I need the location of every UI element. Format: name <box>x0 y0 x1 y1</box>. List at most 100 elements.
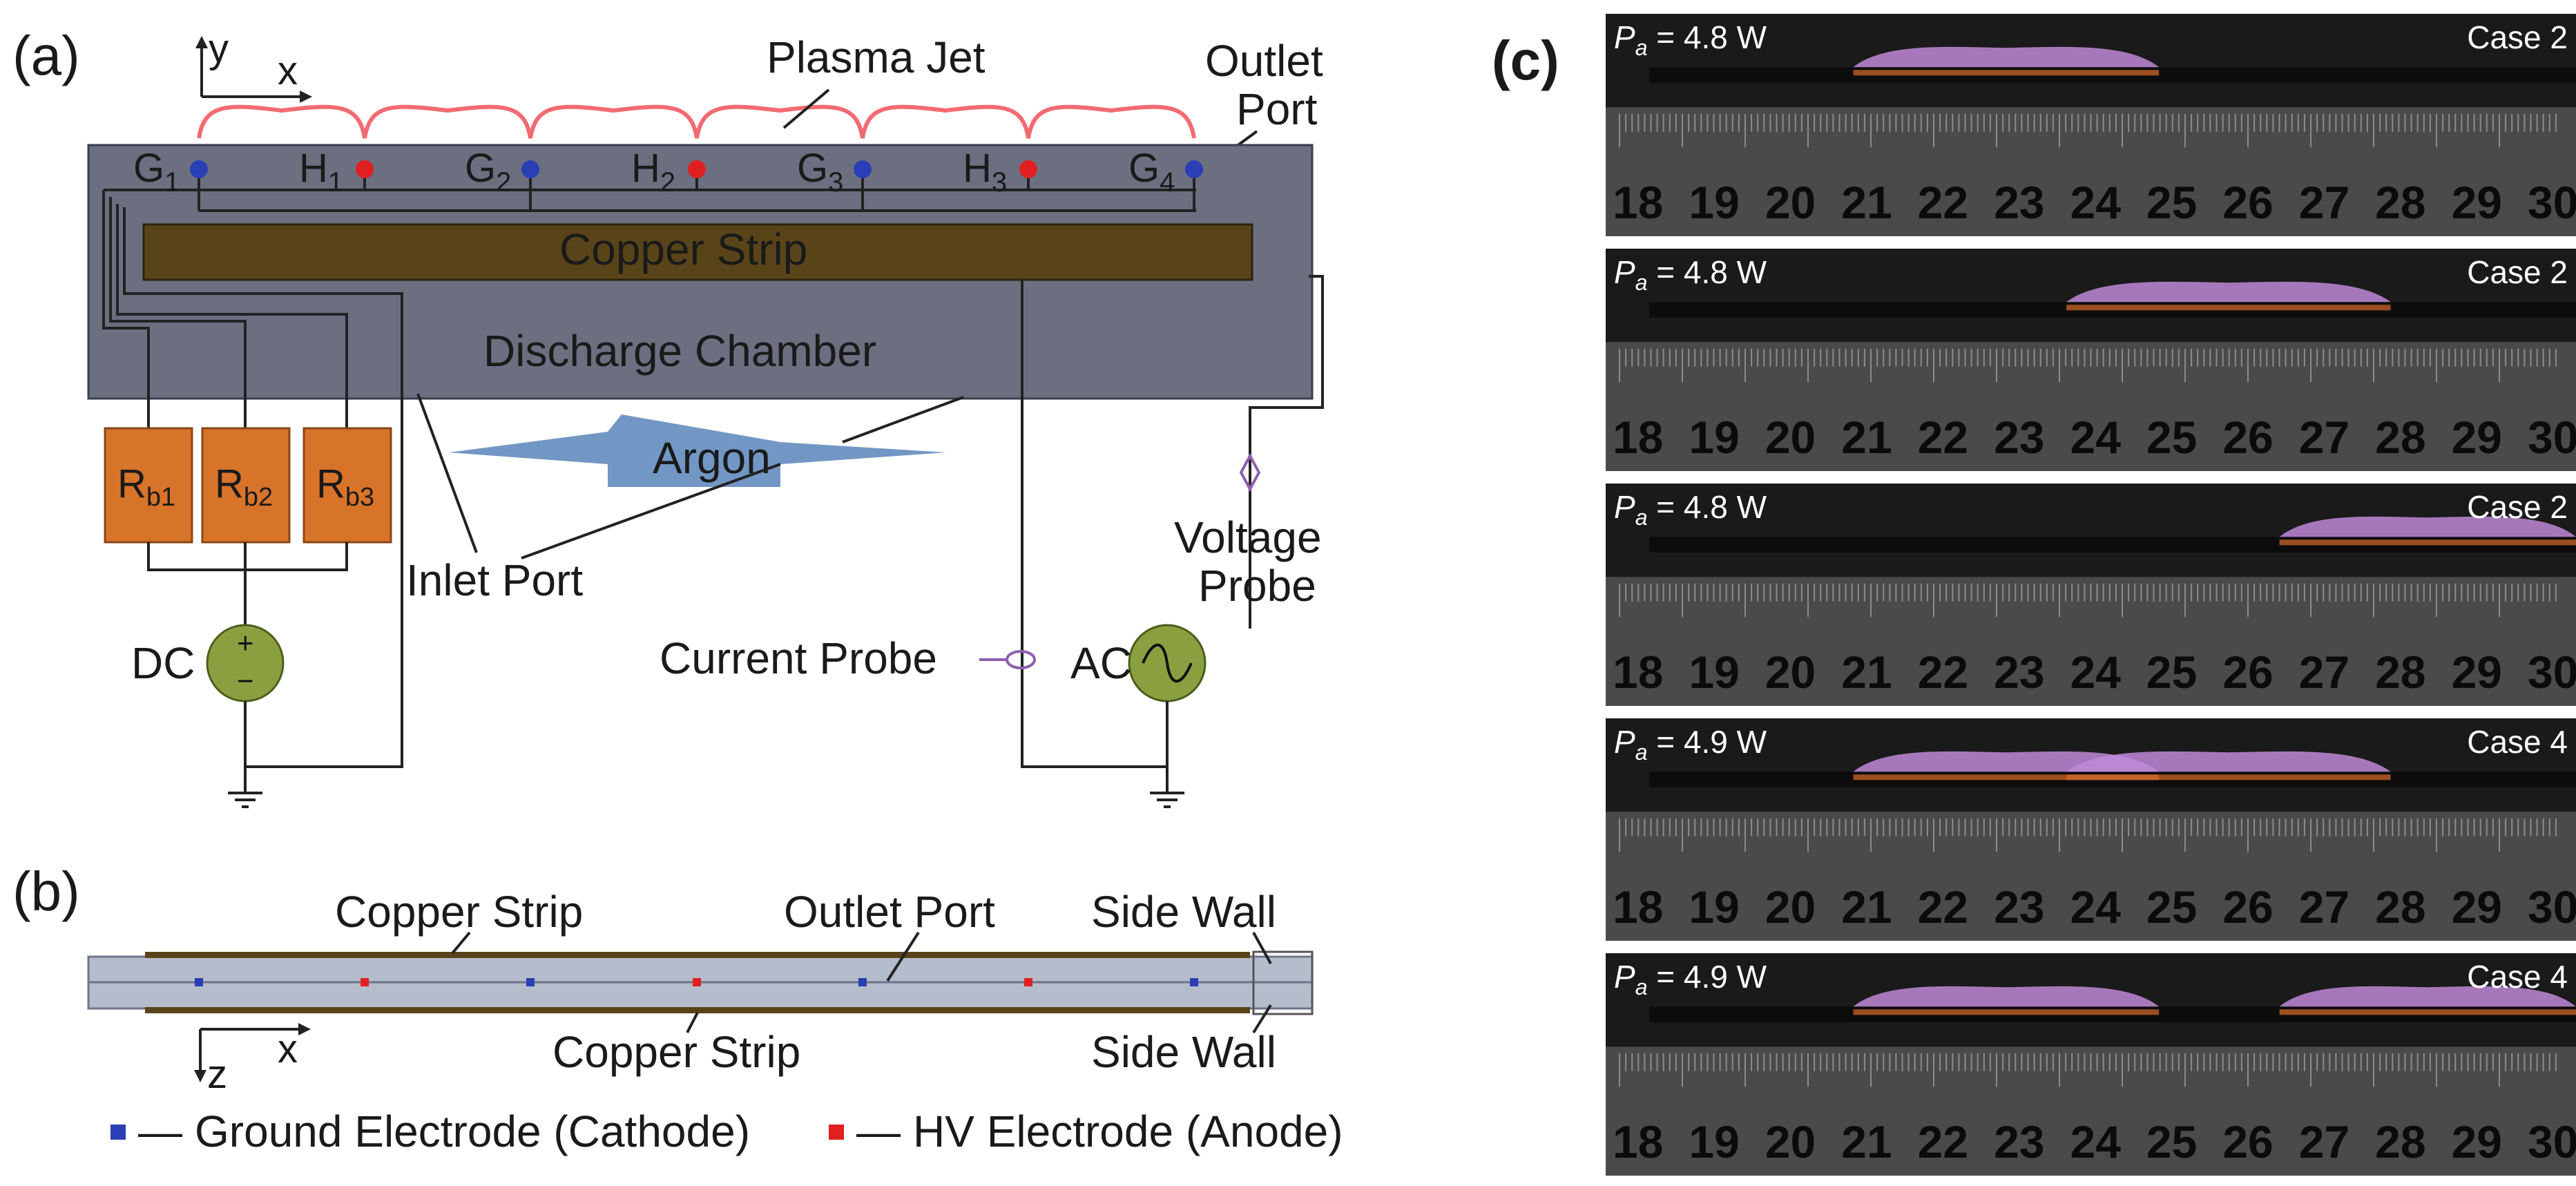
ruler-number: 30 <box>2528 647 2576 698</box>
copper-strip-bottom-b <box>145 1007 1250 1013</box>
plasma-base-glow <box>1853 1009 2160 1015</box>
x-arrowhead-icon <box>300 90 312 103</box>
legend-dash-hv: — <box>856 1107 901 1156</box>
resistor-rb1 <box>104 427 193 544</box>
outlet-port-b-leader <box>886 931 920 982</box>
ruler-number: 19 <box>1689 412 1739 463</box>
ruler-number: 24 <box>2070 177 2122 228</box>
electrode-base: G <box>797 146 828 191</box>
ruler-number: 26 <box>2222 1116 2273 1167</box>
ruler-number: 24 <box>2070 881 2122 932</box>
ruler-number: 29 <box>2452 177 2502 228</box>
case-label: Case 2 <box>2467 254 2568 290</box>
copper-strip-top-b <box>145 952 1250 958</box>
ruler-number: 27 <box>2299 412 2349 463</box>
ruler-number: 25 <box>2146 412 2197 463</box>
sine-wave-icon <box>1142 643 1193 683</box>
power-subscript: a <box>1635 270 1648 295</box>
photo-stack: 18 19 20 21 22 23 24 25 26 27 28 29 30 Pa = 4.8 W Case… <box>1606 14 2576 1176</box>
ruler-number: 23 <box>1994 647 2044 698</box>
resistor-join-wire <box>147 542 348 571</box>
electrode-base: G <box>465 146 496 191</box>
electrode-label-g1: G1 <box>133 146 180 198</box>
ruler-number: 27 <box>2299 1116 2349 1167</box>
y-axis-label: y <box>209 26 229 71</box>
copper-strip-bottom-leader <box>686 1012 699 1033</box>
electrode-base: H <box>963 146 992 191</box>
ruler-number: 26 <box>2222 177 2273 228</box>
ruler-number: 30 <box>2528 412 2576 463</box>
ruler-number: 23 <box>1994 1116 2044 1167</box>
ruler-number: 28 <box>2375 647 2425 698</box>
resistor-label-rb2: Rb2 <box>215 461 273 512</box>
harness-wire-1 <box>102 190 150 428</box>
electrode-label-g2: G2 <box>465 146 511 198</box>
electrode-base: H <box>299 146 328 191</box>
electrode-g3: G3 <box>797 146 872 211</box>
ruler-number: 24 <box>2070 647 2122 698</box>
ruler-number: 26 <box>2222 647 2273 698</box>
ruler-number: 30 <box>2528 881 2576 932</box>
panel-a: (a) y x Plasma Jet Outlet Port Discharge… <box>12 25 1324 808</box>
ruler-number: 25 <box>2146 1116 2197 1167</box>
ruler-number: 28 <box>2375 412 2425 463</box>
inlet-port-label: Inlet Port <box>406 555 583 605</box>
ruler-number: 18 <box>1613 177 1663 228</box>
power-symbol: P <box>1614 254 1635 290</box>
resistor-sub: b2 <box>244 483 273 512</box>
ruler-number: 27 <box>2299 881 2349 932</box>
legend: — Ground Electrode (Cathode) — HV Electr… <box>110 1107 1343 1156</box>
ground-electrode-b <box>526 978 535 986</box>
electrode-row-b <box>195 978 1198 986</box>
ruler-number: 22 <box>1918 412 1968 463</box>
ruler-number: 20 <box>1765 412 1816 463</box>
resistor-sub: b1 <box>146 483 175 512</box>
copper-strip <box>142 223 1253 281</box>
ground-electrode-marker <box>854 160 872 178</box>
current-probe-icon <box>1006 650 1036 669</box>
power-value: = 4.8 W <box>1647 254 1767 290</box>
electrode-base: G <box>133 146 164 191</box>
case-label: Case 4 <box>2467 724 2568 760</box>
ruler-number: 22 <box>1918 881 1968 932</box>
resistor-bank: Rb1 Rb2 Rb3 <box>104 427 392 625</box>
inlet-port-leader-2 <box>521 463 781 559</box>
electrode-label-h1: H1 <box>299 146 343 198</box>
ruler-number: 26 <box>2222 881 2273 932</box>
ruler-number: 21 <box>1841 881 1892 932</box>
x-arrowhead-icon-b <box>298 1023 311 1035</box>
discharge-chamber-label: Discharge Chamber <box>483 326 876 376</box>
electrode-h2: H2 <box>631 146 706 198</box>
electrode-sub: 4 <box>1160 167 1175 198</box>
copper-strip-bottom-label: Copper Strip <box>552 1027 800 1077</box>
ruler-number: 28 <box>2375 177 2425 228</box>
electrode-g4: G4 <box>1128 146 1203 211</box>
outlet-port-label-line1: Outlet <box>1205 36 1323 86</box>
x-axis-label: x <box>278 48 298 93</box>
power-label: Pa = 4.8 W <box>1614 254 1767 295</box>
hv-electrode-b <box>361 978 369 986</box>
dc-source: + − DC <box>131 624 285 808</box>
dc-plus-sign: + <box>237 627 254 659</box>
z-arrowhead-icon <box>194 1070 206 1082</box>
plasma-glow <box>1853 986 2160 1007</box>
ruler-number: 30 <box>2528 1116 2576 1167</box>
side-wall-top-label: Side Wall <box>1091 887 1276 937</box>
ruler-number: 20 <box>1765 647 1816 698</box>
resistor-rb3 <box>302 427 392 544</box>
case-label: Case 2 <box>2467 19 2568 55</box>
harness-wire-4 <box>123 207 403 768</box>
hv-electrode-marker <box>356 160 374 178</box>
ac-source: Voltage Probe AC Current Probe <box>660 275 1324 808</box>
ruler-number: 18 <box>1613 647 1663 698</box>
copper-to-ac-wire <box>1021 280 1167 768</box>
resistor-base: R <box>215 461 244 506</box>
z-axis-label: z <box>207 1052 227 1097</box>
panel-b-label: (b) <box>12 861 80 922</box>
electrode-sub: 3 <box>828 167 843 198</box>
